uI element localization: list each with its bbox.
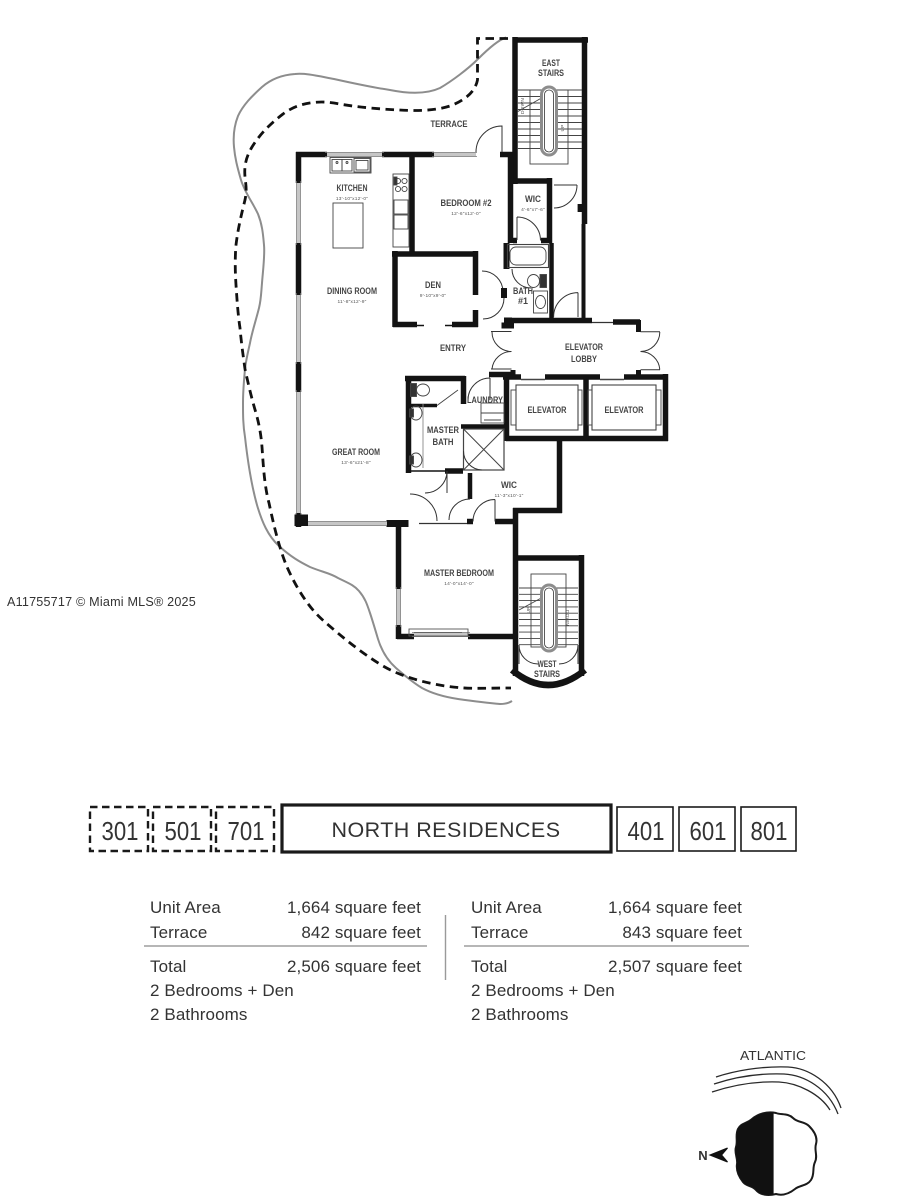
svg-text:STAIRS: STAIRS	[538, 68, 564, 78]
svg-text:EAST: EAST	[542, 58, 560, 68]
svg-text:11'-3"x10'-1": 11'-3"x10'-1"	[494, 493, 523, 499]
svg-text:Terrace: Terrace	[471, 923, 528, 942]
svg-text:842 square feet: 842 square feet	[301, 923, 421, 942]
svg-text:501: 501	[165, 818, 202, 846]
svg-text:Total: Total	[150, 957, 186, 976]
svg-text:Total: Total	[471, 957, 507, 976]
svg-text:ELEVATOR: ELEVATOR	[528, 405, 568, 415]
svg-text:301: 301	[102, 818, 139, 846]
svg-text:2,507 square feet: 2,507 square feet	[608, 957, 742, 976]
svg-text:#1: #1	[518, 296, 528, 306]
svg-text:1,664 square feet: 1,664 square feet	[287, 898, 421, 917]
svg-text:BATH: BATH	[513, 286, 533, 296]
svg-text:WEST: WEST	[538, 659, 557, 669]
svg-text:DOWN: DOWN	[520, 98, 526, 114]
svg-text:11'-8"x12'-9": 11'-8"x12'-9"	[337, 299, 366, 305]
svg-text:LOBBY: LOBBY	[571, 354, 597, 364]
svg-text:STAIRS: STAIRS	[534, 669, 560, 679]
svg-text:ELEVATOR: ELEVATOR	[605, 405, 645, 415]
svg-text:MASTER: MASTER	[427, 425, 460, 435]
svg-text:12'-6"x12'-0": 12'-6"x12'-0"	[451, 211, 481, 217]
svg-text:701: 701	[228, 818, 265, 846]
svg-text:ENTRY: ENTRY	[440, 343, 466, 353]
svg-text:2 Bathrooms: 2 Bathrooms	[150, 1005, 247, 1024]
svg-text:2 Bathrooms: 2 Bathrooms	[471, 1005, 568, 1024]
svg-text:WIC: WIC	[525, 194, 542, 204]
svg-text:A11755717 © Miami MLS® 2025: A11755717 © Miami MLS® 2025	[7, 595, 196, 609]
svg-text:UP: UP	[560, 124, 566, 131]
svg-text:DOWN: DOWN	[564, 610, 570, 626]
svg-text:1,664 square feet: 1,664 square feet	[608, 898, 742, 917]
svg-text:2 Bedrooms + Den: 2 Bedrooms + Den	[471, 981, 615, 1000]
svg-text:Unit Area: Unit Area	[150, 898, 221, 917]
svg-text:2,506 square feet: 2,506 square feet	[287, 957, 421, 976]
svg-text:Terrace: Terrace	[150, 923, 207, 942]
svg-text:WIC: WIC	[501, 480, 518, 490]
svg-text:DINING ROOM: DINING ROOM	[327, 286, 377, 296]
svg-text:DEN: DEN	[425, 280, 441, 290]
svg-text:13'-10"x12'-0": 13'-10"x12'-0"	[336, 196, 368, 202]
svg-text:401: 401	[628, 818, 665, 846]
svg-text:TERRACE: TERRACE	[431, 119, 468, 129]
svg-text:LAUNDRY: LAUNDRY	[467, 395, 503, 405]
svg-text:NORTH RESIDENCES: NORTH RESIDENCES	[331, 818, 560, 842]
svg-text:4'-6"x7'-6": 4'-6"x7'-6"	[521, 207, 545, 213]
svg-text:ATLANTIC: ATLANTIC	[740, 1049, 806, 1063]
svg-text:13'-6"x21'-8": 13'-6"x21'-8"	[341, 460, 371, 466]
svg-text:2 Bedrooms + Den: 2 Bedrooms + Den	[150, 981, 294, 1000]
svg-text:601: 601	[690, 818, 727, 846]
svg-text:KITCHEN: KITCHEN	[337, 183, 368, 193]
svg-text:843 square feet: 843 square feet	[622, 923, 742, 942]
svg-text:GREAT ROOM: GREAT ROOM	[332, 447, 380, 457]
svg-text:ELEVATOR: ELEVATOR	[565, 342, 604, 352]
svg-text:Unit Area: Unit Area	[471, 898, 542, 917]
svg-text:9'-10"x9'-0": 9'-10"x9'-0"	[420, 293, 447, 299]
svg-text:N: N	[698, 1148, 707, 1163]
svg-text:14'-0"x14'-0": 14'-0"x14'-0"	[444, 581, 474, 587]
svg-text:UP: UP	[526, 606, 532, 613]
svg-text:BATH: BATH	[433, 437, 454, 447]
svg-text:801: 801	[751, 818, 788, 846]
svg-text:MASTER BEDROOM: MASTER BEDROOM	[424, 568, 494, 578]
svg-text:BEDROOM #2: BEDROOM #2	[441, 198, 492, 208]
